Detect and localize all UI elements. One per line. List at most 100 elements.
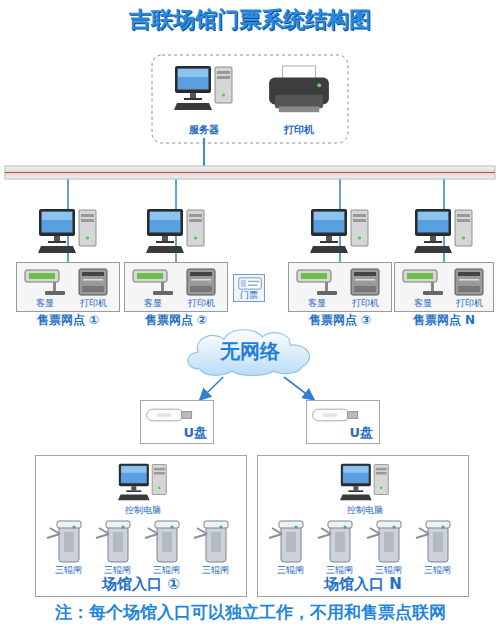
drawing-part [423,291,443,295]
icon-frame [44,518,92,564]
drawing-part [39,209,75,236]
icon-frame [174,62,234,114]
drawing-part [325,282,328,291]
drawing-part [431,282,434,291]
drawing-part [414,246,452,253]
drawing-part [42,212,72,220]
icon-frame [236,276,264,291]
node-label: 三辊闸 [183,565,247,576]
drawing-part [343,466,368,473]
icon-frame [414,207,474,255]
drawing-part [190,272,212,276]
icon-frame [447,267,491,297]
drawing-part [45,291,65,295]
drawing-part [457,219,470,222]
server-group-frame [152,55,348,143]
drawing-part [47,528,60,538]
drawing-part [175,66,211,93]
node-label: 三辊闸 [405,565,469,576]
drawing-part [430,236,436,241]
ticket-printer-node: 打印机 [343,267,387,309]
drawing-part [301,273,327,279]
drawing-part [157,413,172,416]
drawing-part [320,241,338,243]
drawing-part [376,468,387,471]
drawing-part [323,413,338,416]
drawing-part [211,532,221,552]
control-pc-node: 控制电脑 [332,462,398,516]
drawing-part [433,532,443,552]
node-label: 客显 [287,298,347,309]
cloud-node: 无网络 [180,325,320,377]
drawing-part [477,281,480,284]
node-label: 服务器 [162,124,246,136]
node-label: 三辊闸 [85,565,149,576]
drawing-part [187,210,204,246]
drawing-part [416,528,429,538]
turnstile-node: 三辊闸 [44,518,92,576]
icon-frame [264,64,334,118]
customer-display-icon [131,267,175,297]
icon-frame [145,405,195,425]
drawing-part [81,214,94,217]
drawing-part [29,273,55,279]
drawing-part [348,490,363,492]
drawing-part [393,526,396,529]
node-label: 打印机 [439,298,499,309]
drawing-part [154,468,165,471]
drawing-part [455,269,483,295]
drawing-part [57,521,81,528]
drawing-part [25,270,59,282]
drawing-part [318,528,331,538]
node-label: 门票 [226,290,272,301]
node-label: 控制电脑 [324,505,406,516]
turnstile-node: 三辊闸 [413,518,461,576]
turnstile-icon [413,518,461,564]
ticket-printer-icon [343,267,387,297]
drawing-part [217,76,230,79]
drawing-part [415,209,451,236]
ticket-printer-node: 打印机 [447,267,491,309]
drawing-part [317,291,337,295]
ticket-station-box: 售票网点 ①客显打印机 [16,262,120,312]
entrance-box: 场馆入口 ①控制电脑三辊闸三辊闸三辊闸三辊闸 [35,455,247,597]
drawing-part [150,212,180,220]
drawing-part [137,273,163,279]
node-label: 客显 [123,298,183,309]
ticket-printer-node: 打印机 [71,267,115,309]
drawing-part [354,286,376,292]
drawing-part [162,532,172,552]
drawing-part [367,528,380,538]
drawing-part [426,521,450,528]
computer-icon [310,207,370,255]
drawing-part [194,528,207,538]
drawing-part [241,280,247,287]
drawing-part [161,282,164,291]
drawing-part [380,487,383,490]
drawing-part [171,526,174,529]
icon-frame [266,518,314,564]
drawing-part [379,524,399,562]
node-label: 三辊闸 [307,565,371,576]
drawing-part [295,526,298,529]
computer-icon [414,207,474,255]
drawing-part [154,472,165,475]
computer-icon [118,462,168,502]
drawing-part [178,69,208,77]
node-label: 售票网点 ② [113,313,239,328]
transfer-arrow [200,377,224,400]
drawing-part [457,214,470,217]
drawing-part [314,212,344,220]
drawing-part [145,528,158,538]
drawing-part [340,495,372,501]
drawing-part [150,212,181,233]
node-label: 三辊闸 [134,565,198,576]
customer-display-node: 客显 [23,267,67,309]
drawing-part [81,219,94,222]
icon-frame [142,518,190,564]
ticket-icon [236,276,264,291]
drawing-part [59,524,79,562]
drawing-part [314,212,345,233]
bus-stripe [5,172,495,173]
